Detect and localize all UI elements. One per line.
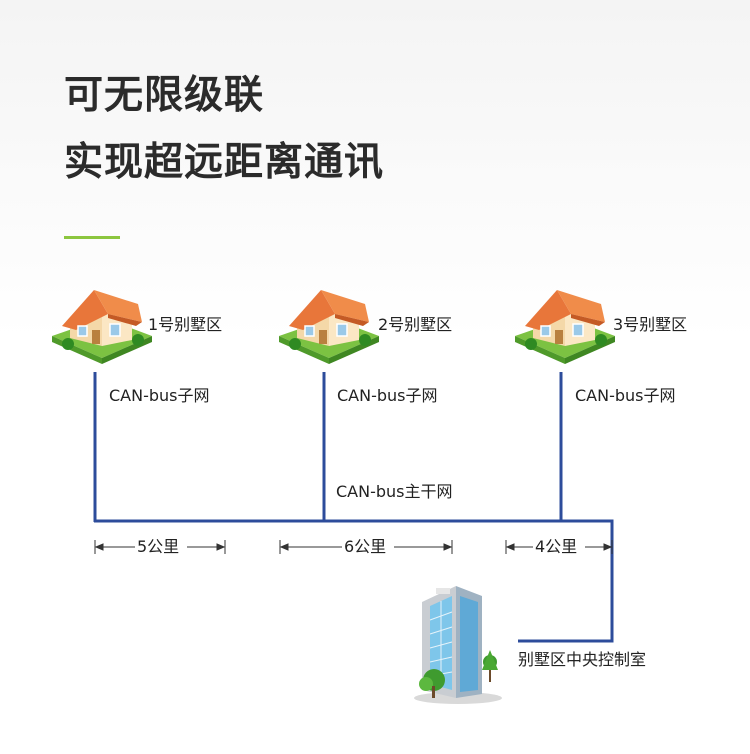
villa-name-2: 2号别墅区 <box>378 315 453 334</box>
distance-arrow-2 <box>279 540 453 554</box>
accent-bar <box>64 236 120 239</box>
distance-label-3: 4公里 <box>535 537 578 556</box>
subnet-label-1: CAN-bus子网 <box>109 386 210 405</box>
distance-arrow-1 <box>94 540 226 554</box>
backbone-line <box>94 519 614 643</box>
distance-label-2: 6公里 <box>344 537 387 556</box>
control-room-label: 别墅区中央控制室 <box>518 650 647 669</box>
headline-line-2: 实现超远距离通讯 <box>64 140 385 185</box>
subnet-label-2: CAN-bus子网 <box>337 386 438 405</box>
backbone-label: CAN-bus主干网 <box>336 482 453 501</box>
villa-house-icon-2 <box>279 290 379 364</box>
villa-house-icon-1 <box>52 290 152 364</box>
villa-name-1: 1号别墅区 <box>148 315 223 334</box>
villa-name-3: 3号别墅区 <box>613 315 688 334</box>
distance-arrow-3 <box>505 540 613 554</box>
headline-line-1: 可无限级联 <box>64 73 265 118</box>
distance-label-1: 5公里 <box>137 537 180 556</box>
subnet-label-3: CAN-bus子网 <box>575 386 676 405</box>
villa-house-icon-3 <box>515 290 615 364</box>
office-building-icon <box>414 586 502 704</box>
